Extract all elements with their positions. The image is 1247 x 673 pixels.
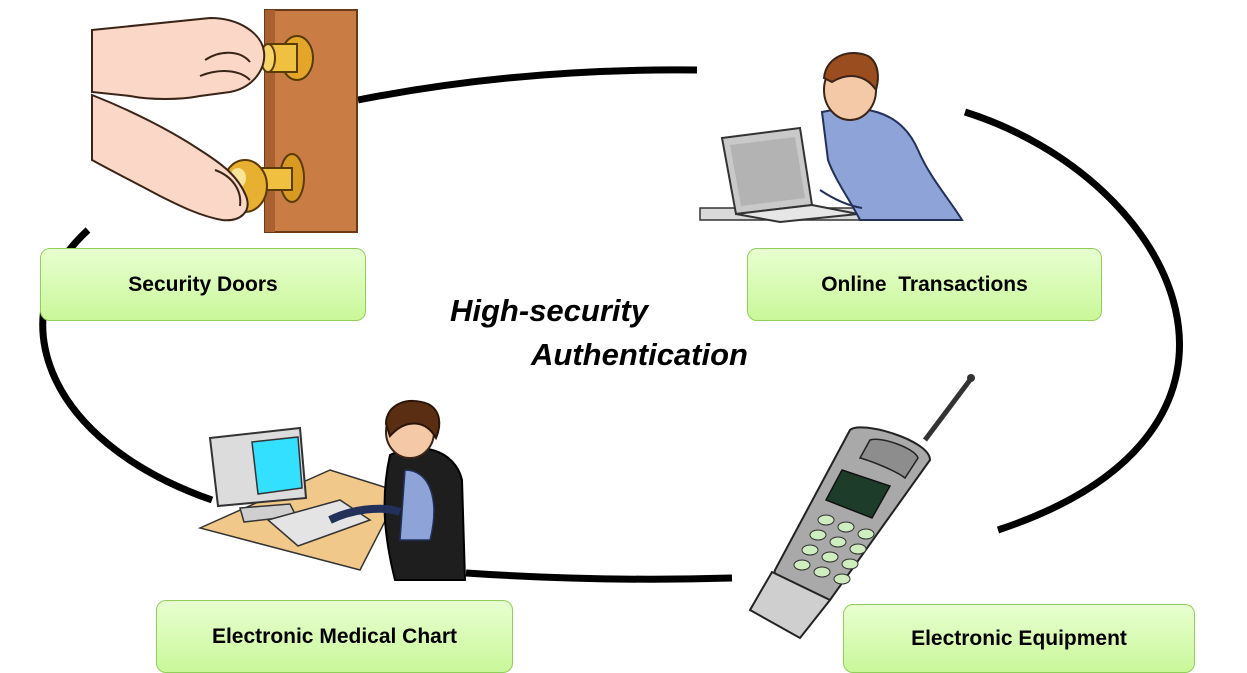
laptop-icon bbox=[720, 126, 859, 224]
hand-icon-lower bbox=[91, 93, 249, 222]
phone-display-icon bbox=[824, 469, 892, 519]
person-icon-2 bbox=[328, 399, 467, 581]
arc-top bbox=[357, 66, 698, 104]
keypad-icon bbox=[793, 514, 875, 585]
center-title-line-2: Authentication bbox=[531, 337, 748, 372]
node-online-transactions: Online Transactions bbox=[747, 248, 1102, 321]
antenna-icon bbox=[923, 378, 972, 442]
laptop-user-illustration bbox=[699, 52, 964, 224]
phone-flip-icon bbox=[748, 570, 832, 640]
computer-monitor-icon bbox=[208, 426, 308, 523]
node-label: Online Transactions bbox=[821, 272, 1028, 296]
node-electronic-medical-chart: Electronic Medical Chart bbox=[156, 600, 513, 673]
hand-icon bbox=[91, 16, 266, 100]
arc-right bbox=[963, 108, 1183, 534]
node-label: Electronic Equipment bbox=[911, 626, 1127, 650]
person-icon bbox=[819, 52, 964, 221]
center-title-line-1: High-security bbox=[450, 293, 649, 328]
node-label: Electronic Medical Chart bbox=[211, 624, 458, 648]
arc-bottom bbox=[465, 569, 733, 583]
desktop-user-illustration bbox=[197, 399, 467, 581]
node-electronic-equipment: Electronic Equipment bbox=[843, 604, 1195, 673]
node-label: Security Doors bbox=[128, 272, 278, 296]
mobile-phone-illustration bbox=[748, 374, 975, 640]
door-lock-illustration bbox=[91, 9, 358, 233]
node-security-doors: Security Doors bbox=[40, 248, 366, 321]
